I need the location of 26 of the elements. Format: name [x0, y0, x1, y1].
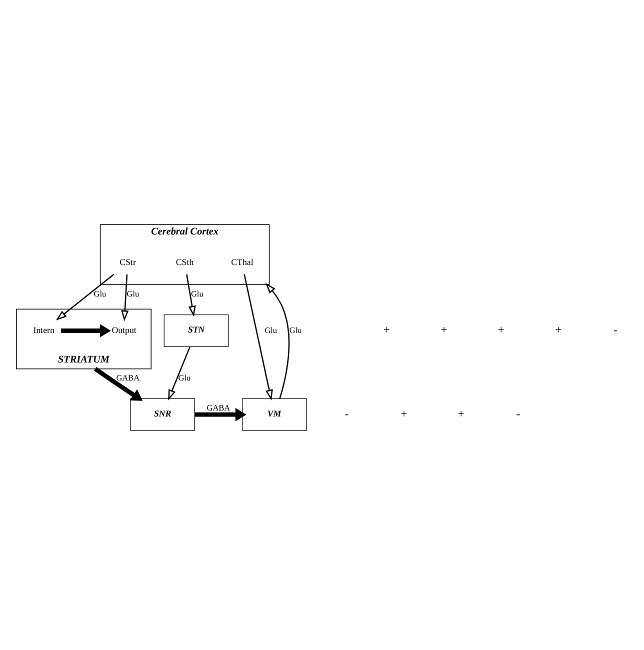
label: -	[614, 324, 618, 337]
label: +	[458, 408, 464, 420]
node-text: CThal	[231, 257, 254, 268]
arrow	[265, 282, 290, 399]
arrow	[94, 367, 143, 401]
label: +	[498, 324, 504, 337]
node-text: Intern	[33, 325, 54, 336]
label: +	[400, 408, 408, 420]
label: +	[555, 324, 562, 337]
label: +	[384, 324, 390, 337]
label: -	[344, 408, 349, 420]
node-box: STN	[164, 314, 229, 347]
arrow	[60, 324, 111, 338]
arrow	[121, 274, 129, 322]
arrow	[168, 346, 191, 400]
arrow	[186, 274, 196, 317]
node-text: Output	[112, 325, 136, 336]
node-box: SNR	[130, 398, 195, 431]
arrow	[56, 274, 114, 320]
node-text: CSth	[176, 257, 194, 268]
node-text: CStr	[120, 257, 136, 268]
arrow	[244, 274, 273, 401]
label: -	[516, 408, 520, 420]
label: +	[440, 324, 448, 337]
arrow	[194, 408, 246, 422]
node-box: VM	[242, 398, 307, 431]
